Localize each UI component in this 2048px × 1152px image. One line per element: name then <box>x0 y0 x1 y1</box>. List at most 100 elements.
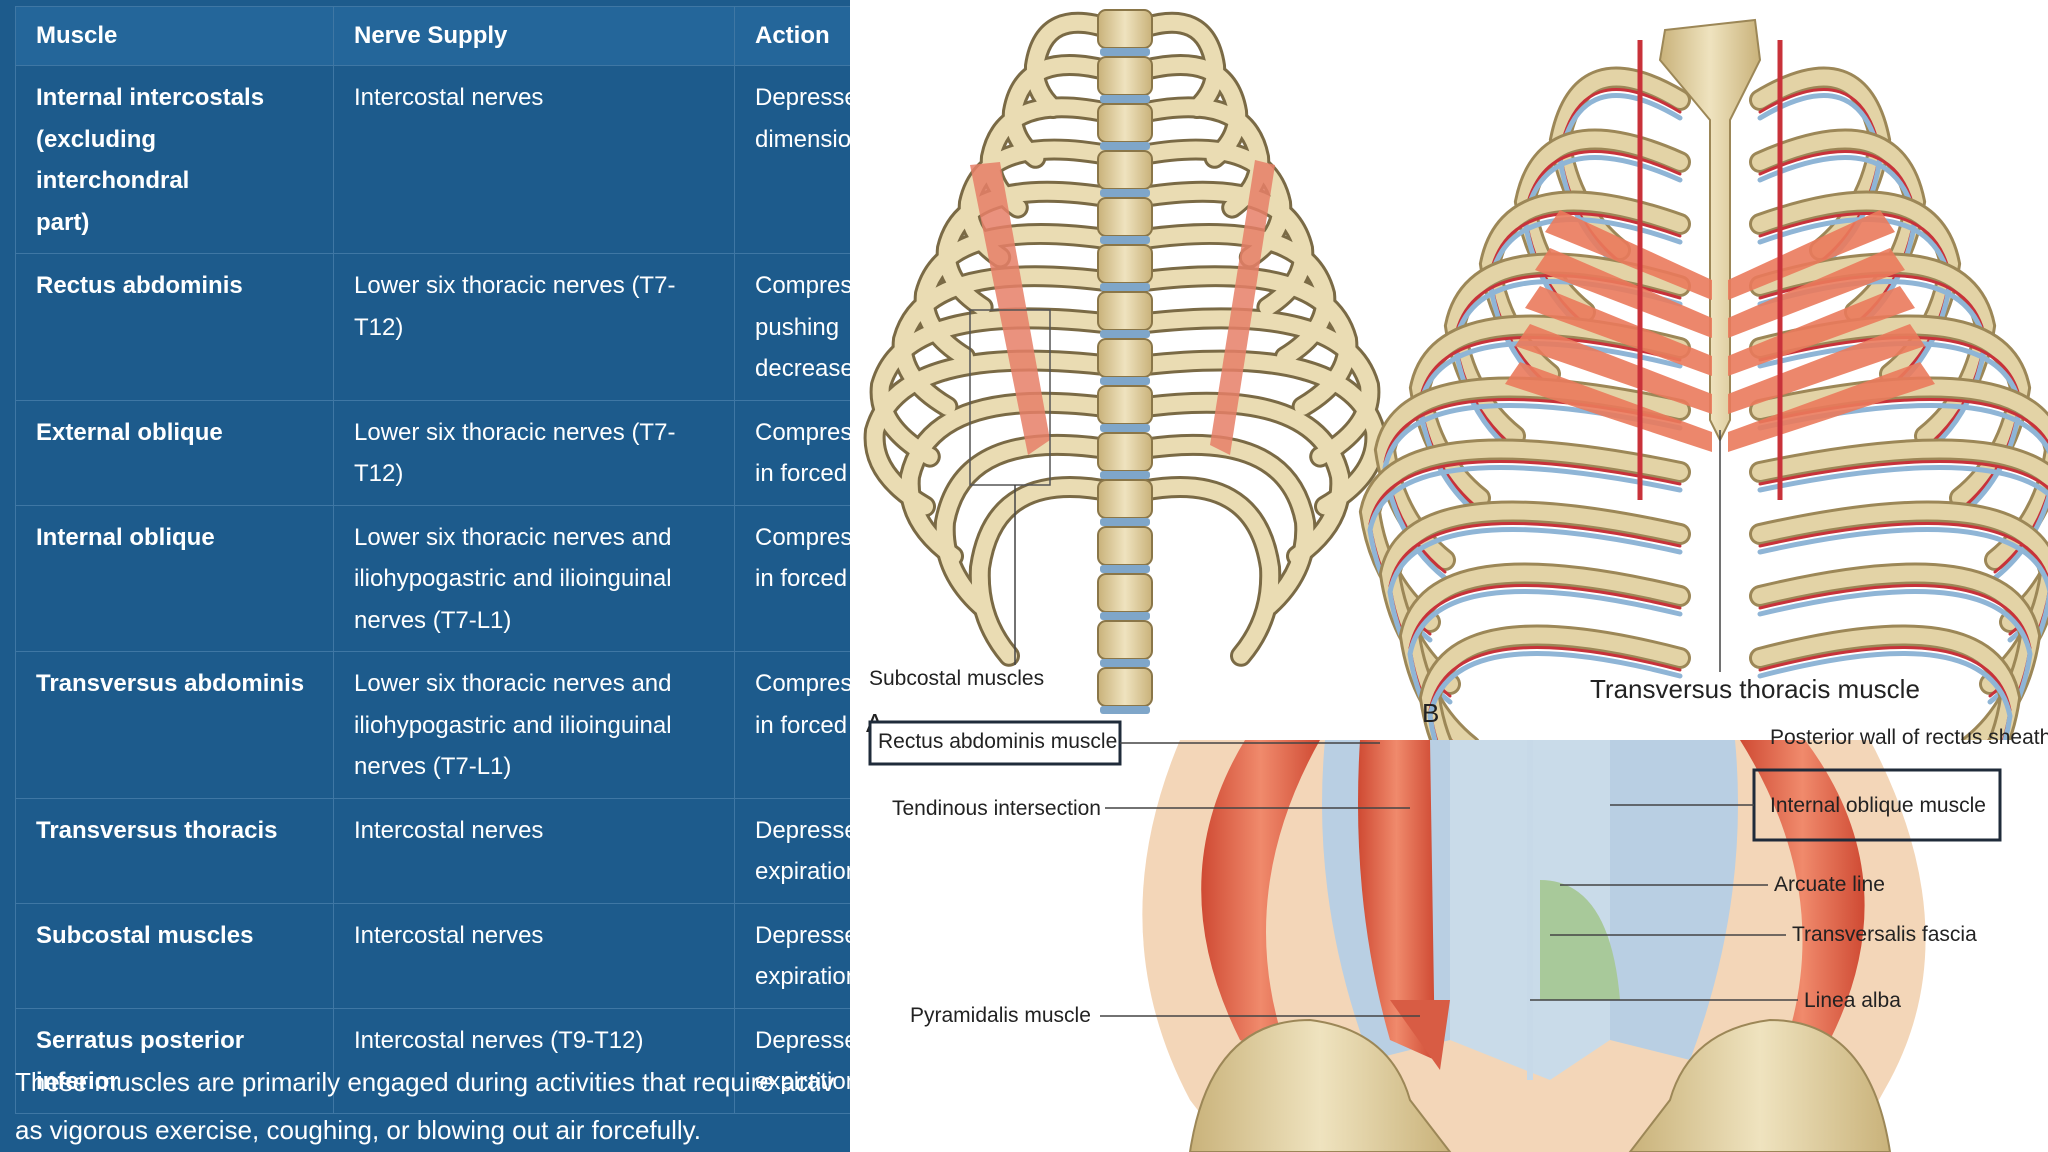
nerve-cell: Intercostal nerves <box>333 797 735 904</box>
summary-line: These muscles are primarily engaged duri… <box>15 1067 835 1097</box>
rib-highlight <box>971 479 1121 664</box>
cell-text-line: Serratus posterior <box>36 1026 245 1054</box>
cell-text-line: Internal oblique <box>36 523 215 551</box>
transversus-thoracis-slip <box>1728 286 1915 376</box>
rib-highlight <box>1004 57 1121 166</box>
intervertebral-disc <box>1100 377 1150 385</box>
rib-cage-anterior: Transversus thoracis muscle B <box>1358 18 2048 829</box>
cell-text-line: Intercostal nerves <box>354 84 544 111</box>
cell-text-line: inferior <box>36 1068 119 1095</box>
rib-highlight <box>1129 310 1378 465</box>
internal-oblique-label: Internal oblique muscle <box>1770 794 1986 817</box>
cell-text-line: pushing <box>755 313 840 341</box>
vertebra <box>1097 338 1153 378</box>
muscle-cell: External oblique <box>15 399 334 506</box>
vertebra <box>1097 56 1153 96</box>
cell-text-line: Lower six thoracic nerves (T7- <box>354 418 676 446</box>
notes-panel: Muscle Nerve Supply Action Internal inte… <box>0 0 877 1152</box>
subcostal-callout-box <box>969 309 1051 486</box>
cell-text-line: decrease <box>755 355 854 382</box>
anterior-abdominal-wall: Rectus abdominis muscle Posterior wall o… <box>850 720 2048 1152</box>
header-nerve-supply: Nerve Supply <box>333 6 735 66</box>
vertebra <box>1097 9 1153 49</box>
cell-text-line: Compres <box>755 272 853 299</box>
intervertebral-disc <box>1100 612 1150 620</box>
vertebra <box>1097 150 1153 190</box>
header-muscle: Muscle <box>15 6 334 66</box>
vertebra <box>1097 103 1153 143</box>
cell-text-line: Lower six thoracic nerves and <box>354 670 672 697</box>
rib-highlight <box>1026 14 1121 116</box>
pyramidalis-muscle <box>1390 1000 1450 1070</box>
muscle-cell: Transversus abdominis <box>15 651 334 799</box>
cell-text-line: iliohypogastric and ilioinguinal <box>354 711 672 739</box>
vertebra <box>1097 620 1153 660</box>
vertebra <box>1097 197 1153 237</box>
rib-cage-posterior: Subcostal muscles A <box>850 0 1410 740</box>
vertebra <box>1097 667 1153 707</box>
cell-text-line: Rectus abdominis <box>36 272 243 299</box>
intervertebral-disc <box>1100 283 1150 291</box>
cell-text-line: Lower six thoracic nerves and <box>354 523 672 551</box>
nerve-cell: Lower six thoracic nerves (T7- T12) <box>333 399 735 506</box>
sternum <box>1658 18 1762 443</box>
muscle-table: Muscle Nerve Supply Action Internal inte… <box>15 6 877 1114</box>
transversus-thoracis-slip <box>1728 324 1925 414</box>
panel-b-label: B <box>1422 698 1439 728</box>
rib-highlight <box>1129 436 1314 614</box>
muscle-cell: Internal oblique <box>15 504 334 652</box>
cell-text-line: T12) <box>354 313 404 341</box>
cell-text-line: Intercostal nerves <box>354 921 544 949</box>
cell-text-line: dimensio <box>755 125 852 153</box>
rib-highlight <box>1129 57 1246 166</box>
cell-text-line: part) <box>36 208 90 236</box>
vertebra <box>1097 479 1153 519</box>
cell-text-line: T12) <box>354 460 404 487</box>
intervertebral-disc <box>1100 471 1150 479</box>
rectus-sheath-right <box>1610 740 1738 1060</box>
subcostal-muscle-right <box>1210 160 1275 455</box>
transversalis-fascia <box>1540 880 1620 1000</box>
nerve-cell: Lower six thoracic nerves and iliohypogas… <box>333 651 735 799</box>
rib-highlight <box>1129 394 1349 565</box>
cell-text-line: in forced <box>755 711 848 739</box>
internal-oblique-right <box>1740 740 1865 1060</box>
vertebra <box>1097 526 1153 566</box>
vertebra <box>1097 432 1153 472</box>
cell-text-line: (excluding interchondral <box>36 125 190 195</box>
rectus-abdominis-left <box>1358 740 1435 1060</box>
rib-highlight <box>1129 14 1224 116</box>
cell-text-line: expiration. <box>755 858 866 885</box>
intervertebral-disc <box>1100 659 1150 667</box>
muscle-cell: Internal intercostals(excluding intercho… <box>15 65 334 254</box>
cell-text-line: iliohypogastric and ilioinguinal <box>354 565 672 592</box>
cell-text-line: expiration. <box>755 963 866 990</box>
subcostal-label: Subcostal muscles <box>869 667 1044 690</box>
cell-text-line: Transversus abdominis <box>36 670 305 697</box>
cell-text-line: Compres <box>755 523 853 551</box>
intervertebral-disc <box>1100 48 1150 56</box>
intervertebral-disc <box>1100 95 1150 103</box>
transversus-thoracis-slip <box>1515 324 1712 414</box>
cell-text-line: Compres <box>755 418 853 446</box>
intervertebral-disc <box>1100 189 1150 197</box>
cell-text-line: nerves (T7-L1) <box>354 606 512 634</box>
posterior-wall-label: Posterior wall of rectus sheath <box>1770 726 2048 749</box>
muscle-cell: Subcostal muscles <box>15 902 334 1009</box>
nerve-cell: Lower six thoracic nerves (T7-T12) <box>333 253 735 401</box>
intervertebral-disc <box>1100 236 1150 244</box>
cell-text-line: Transversus thoracis <box>36 816 278 844</box>
transversus-thoracis-slip <box>1545 210 1712 300</box>
arcuate-line-label: Arcuate line <box>1774 873 1885 896</box>
transversalis-fascia-label: Transversalis fascia <box>1792 923 1977 946</box>
vertebra <box>1097 291 1153 331</box>
transversus-thoracis-slip <box>1525 286 1712 376</box>
pelvis-right <box>1628 1018 1892 1152</box>
nerve-cell: Intercostal nerves <box>333 902 735 1009</box>
pyramidalis-label: Pyramidalis muscle <box>910 1004 1091 1027</box>
anatomy-figure: Subcostal muscles A Transversus thoracis… <box>850 0 2048 1152</box>
intervertebral-disc <box>1100 330 1150 338</box>
intervertebral-disc <box>1100 706 1150 714</box>
